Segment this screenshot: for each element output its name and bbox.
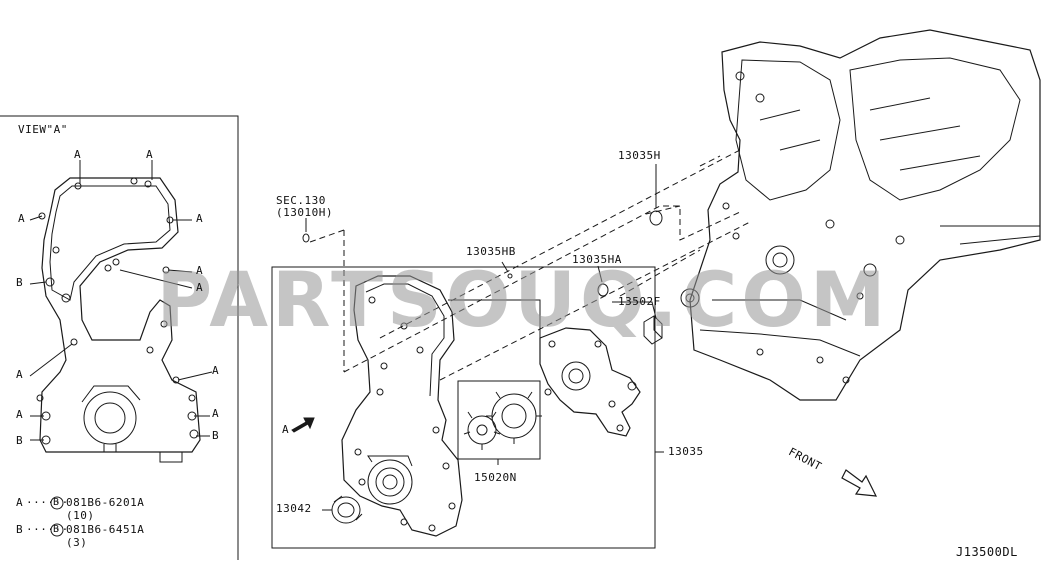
- engine-block-outline: [680, 29, 1041, 401]
- part-13502f[interactable]: 13502F: [618, 295, 661, 308]
- view-a-mark: A: [212, 407, 220, 420]
- view-a-mark: A: [16, 408, 24, 421]
- legend-qty-b: (3): [66, 536, 88, 549]
- view-a-mark: B: [16, 276, 24, 289]
- part-sec-sub[interactable]: (13010H): [276, 206, 333, 219]
- view-a-arrow: [291, 417, 315, 433]
- arrow-a-label: A: [282, 423, 290, 436]
- oil-pump-drawing: [539, 327, 641, 437]
- rotor-sub-box: [457, 380, 541, 460]
- legend-code-a: 081B6-6201A: [66, 496, 145, 509]
- part-13035hb[interactable]: 13035HB: [466, 245, 516, 258]
- view-a-mark: A: [146, 148, 154, 161]
- o-ring-13035ha: [597, 283, 609, 297]
- part-13035h[interactable]: 13035H: [618, 149, 661, 162]
- legend-key-a: A: [16, 496, 24, 509]
- legend-key-b: B: [16, 523, 24, 536]
- front-arrow: [841, 469, 878, 497]
- o-ring-sec130: [302, 233, 310, 243]
- view-a-mark: A: [196, 281, 204, 294]
- plug-13502f-drawing: [643, 315, 663, 345]
- view-a-mark: B: [212, 429, 220, 442]
- leader-lines: [305, 164, 664, 511]
- legend-dots-b: ······: [26, 523, 69, 536]
- legend-code-b: 081B6-6451A: [66, 523, 145, 536]
- legend-dots-a: ······: [26, 496, 69, 509]
- o-ring-13035hb: [507, 273, 513, 279]
- timing-cover-drawing: [341, 275, 463, 537]
- part-13042[interactable]: 13042: [276, 502, 312, 515]
- legend-bolt-symbol-a: [50, 496, 64, 510]
- part-13035[interactable]: 13035: [668, 445, 704, 458]
- view-a-title: VIEW"A": [18, 123, 68, 136]
- legend-bolt-symbol-b: [50, 523, 64, 537]
- view-a-mark: A: [196, 264, 204, 277]
- legend-qty-a: (10): [66, 509, 95, 522]
- view-a-mark: A: [196, 212, 204, 225]
- view-a-cover-outline: [29, 160, 213, 463]
- part-15020n[interactable]: 15020N: [474, 471, 517, 484]
- cover-group-box: [271, 266, 656, 549]
- view-a-mark: A: [212, 364, 220, 377]
- oil-pump-rotors: [463, 391, 542, 450]
- o-ring-13035h: [649, 210, 663, 226]
- view-a-mark: A: [74, 148, 82, 161]
- oil-seal-drawing: [331, 495, 363, 524]
- view-a-mark: A: [18, 212, 26, 225]
- legend-bolt-letter-b: B: [53, 524, 60, 535]
- view-a-mark: B: [16, 434, 24, 447]
- view-a-mark: A: [16, 368, 24, 381]
- part-13035ha[interactable]: 13035HA: [572, 253, 622, 266]
- watermark-text: PARTSOUQ.COM: [156, 255, 890, 344]
- part-sec-ref[interactable]: SEC.130: [276, 194, 326, 207]
- view-a-panel-border: [0, 115, 239, 560]
- diagram-id: J13500DL: [956, 545, 1018, 559]
- legend-bolt-letter-a: B: [53, 497, 60, 508]
- dashed-guide-lines: [309, 149, 751, 381]
